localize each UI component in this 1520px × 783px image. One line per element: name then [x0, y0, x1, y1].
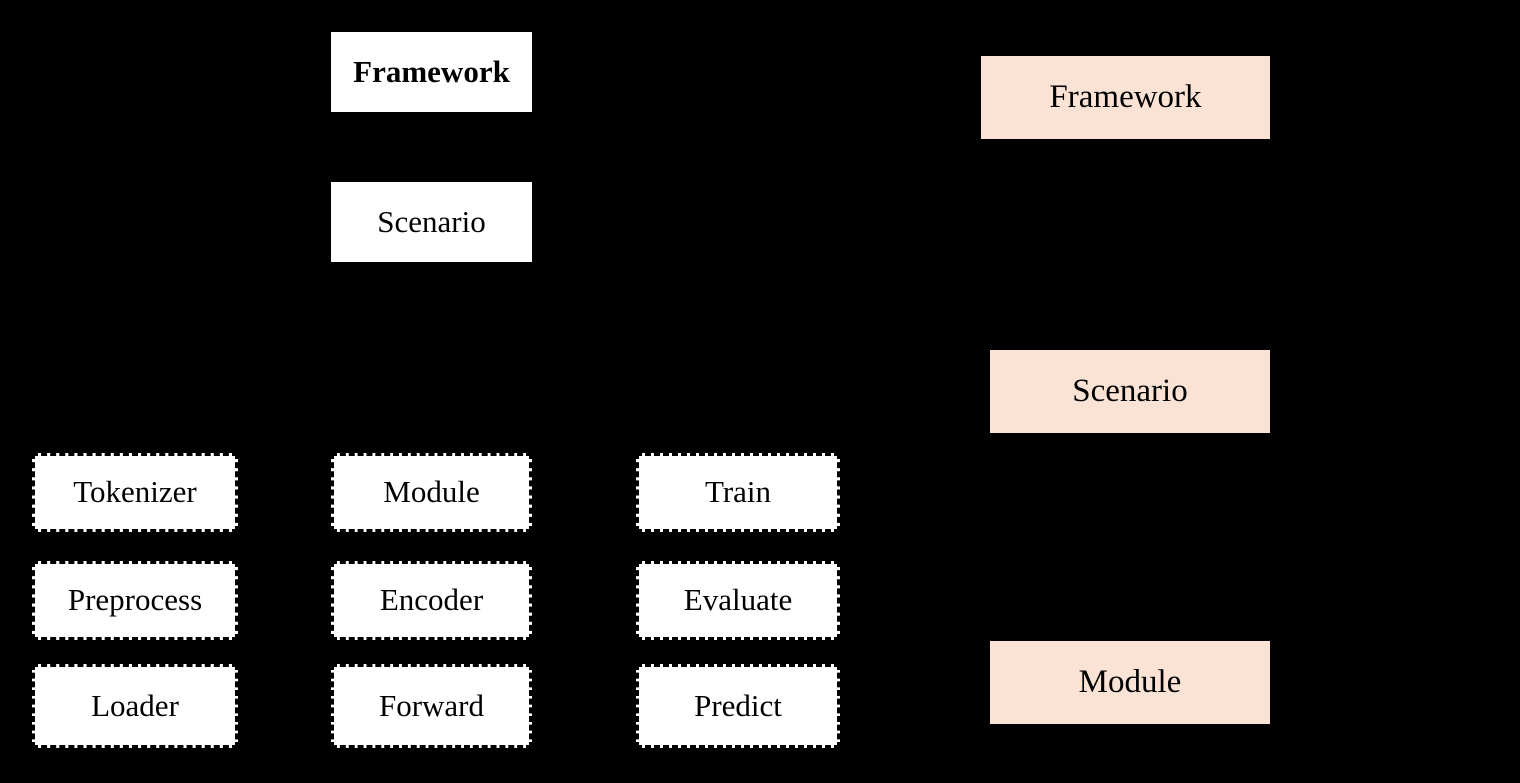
node-label-predict: Predict: [694, 687, 782, 723]
node-label-preprocess: Preprocess: [67, 582, 203, 618]
node-framework-solid[interactable]: Framework: [331, 32, 532, 112]
node-tokenizer[interactable]: Tokenizer: [32, 453, 238, 532]
node-predict[interactable]: Predict: [636, 664, 840, 748]
node-loader[interactable]: Loader: [32, 664, 238, 748]
node-scenario-solid[interactable]: Scenario: [331, 182, 532, 262]
node-module-peach[interactable]: Module: [990, 641, 1270, 724]
node-label-scenario-solid: Scenario: [377, 203, 486, 239]
node-label-module-peach: Module: [1078, 664, 1182, 701]
node-preprocess[interactable]: Preprocess: [32, 561, 238, 640]
node-module[interactable]: Module: [331, 453, 532, 532]
node-framework-peach[interactable]: Framework: [981, 56, 1270, 139]
node-evaluate[interactable]: Evaluate: [636, 561, 840, 640]
node-label-train: Train: [704, 474, 772, 510]
node-label-scenario-peach: Scenario: [1072, 373, 1188, 410]
node-label-framework-solid: Framework: [353, 53, 510, 89]
node-train[interactable]: Train: [636, 453, 840, 532]
node-label-evaluate: Evaluate: [683, 582, 793, 618]
node-label-loader: Loader: [91, 687, 179, 723]
node-label-forward: Forward: [378, 687, 485, 723]
node-forward[interactable]: Forward: [331, 664, 532, 748]
node-encoder[interactable]: Encoder: [331, 561, 532, 640]
node-label-module: Module: [383, 474, 480, 510]
node-label-encoder: Encoder: [379, 582, 484, 618]
node-label-tokenizer: Tokenizer: [73, 474, 197, 510]
node-label-framework-peach: Framework: [1049, 79, 1202, 116]
node-scenario-peach[interactable]: Scenario: [990, 350, 1270, 433]
